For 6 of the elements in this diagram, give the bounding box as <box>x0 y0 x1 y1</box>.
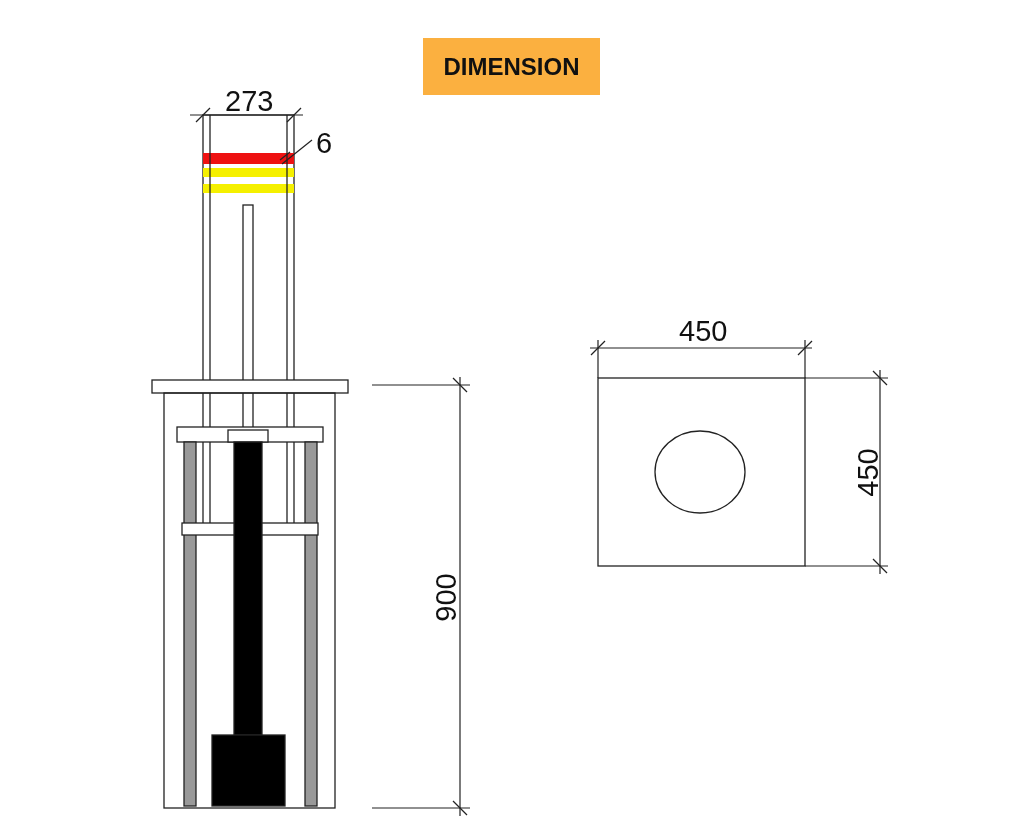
dimension-label: 273 <box>225 86 274 116</box>
title-badge: DIMENSION <box>423 38 600 95</box>
dimension-label: 450 <box>679 316 728 346</box>
dimension-label: 450 <box>853 447 883 497</box>
dimension-label: 6 <box>316 128 333 158</box>
dimension-label: 900 <box>431 572 461 622</box>
